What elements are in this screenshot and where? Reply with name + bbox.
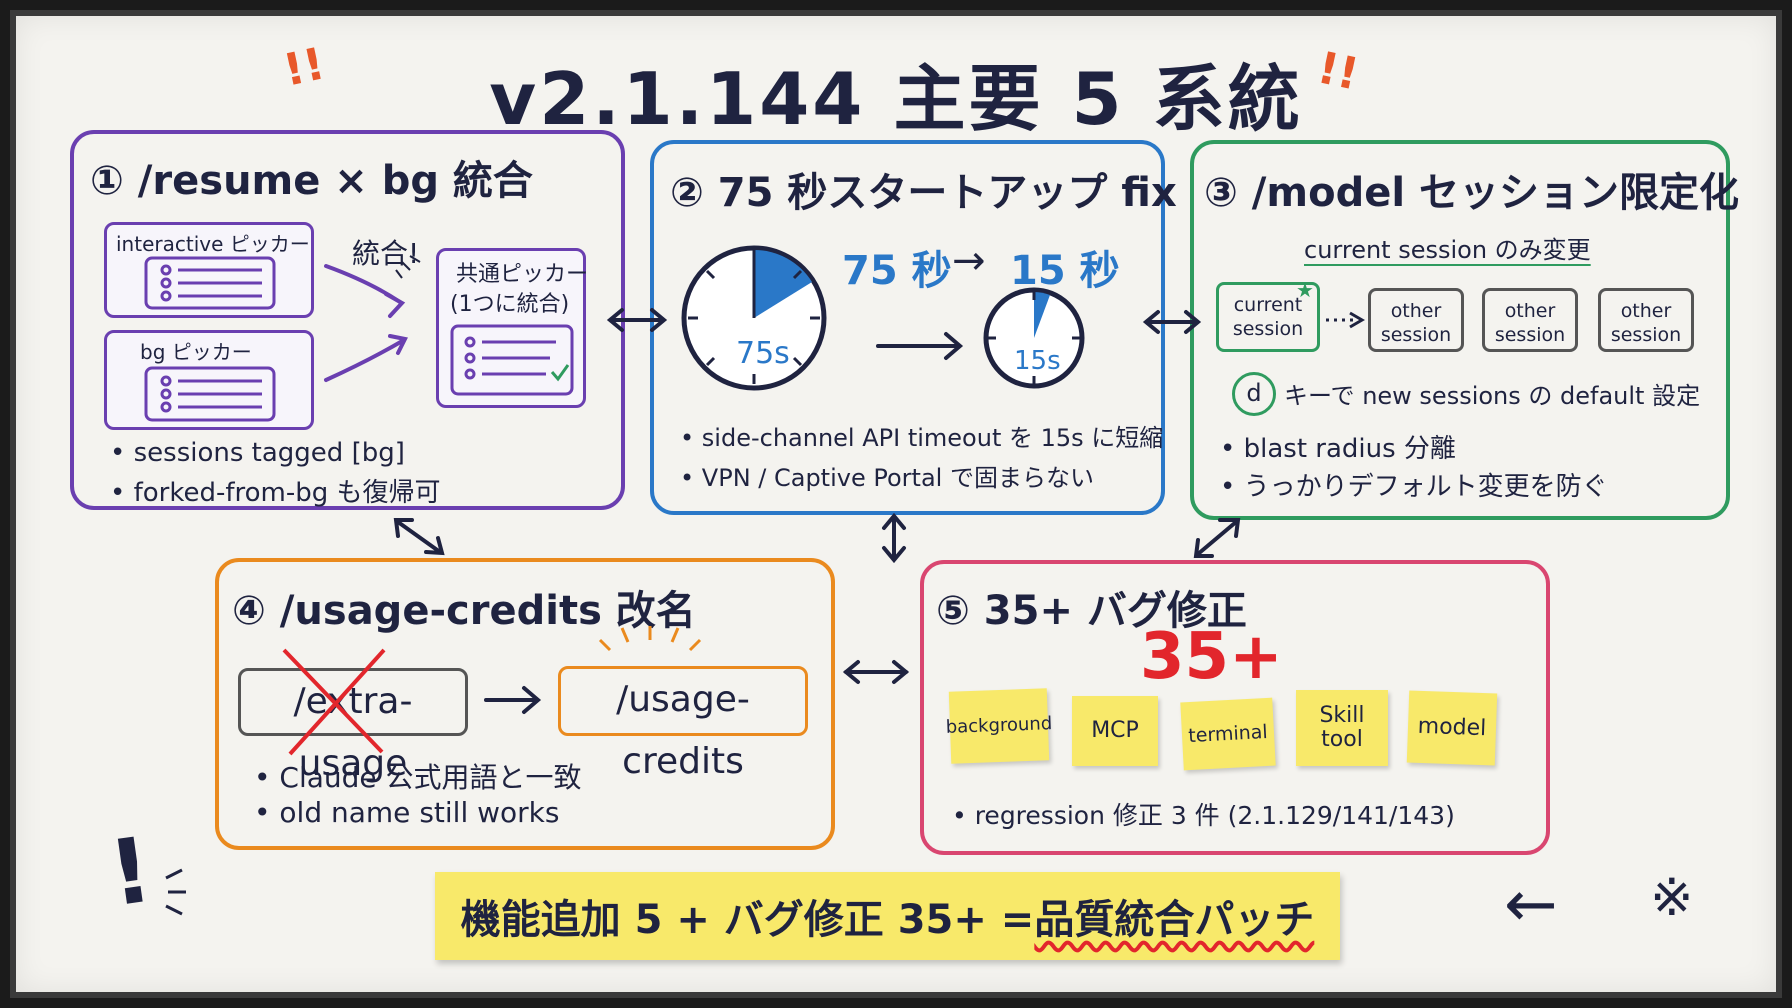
sticky-model: model — [1406, 690, 1498, 766]
arrow-p1-p2-icon — [606, 308, 668, 332]
reference-mark-icon: ※ — [1650, 868, 1694, 928]
session-other-2-label: other session — [1494, 300, 1566, 346]
connector-arrows — [393, 308, 1241, 684]
clock-15s-label: 15s — [1014, 346, 1061, 376]
sticky-skill-tool: Skill tool — [1296, 690, 1388, 766]
panel1-bullet-1: sessions tagged [bg] — [110, 438, 405, 468]
key-d-text: キーで new sessions の default 設定 — [1284, 382, 1701, 410]
sticky-background: background — [945, 688, 1053, 764]
session-current: current session — [1216, 282, 1320, 352]
session-other-2: other session — [1482, 288, 1578, 352]
arrow-p4-p5-icon — [842, 660, 910, 684]
summary-right: 品質統合パッチ — [1034, 897, 1315, 943]
clock-75s-icon — [681, 245, 827, 391]
arrow-p1-p4-icon — [393, 518, 445, 556]
checkmark-icon — [550, 364, 570, 382]
clock-15s-icon — [983, 287, 1085, 389]
left-arrow-icon: ← — [1504, 868, 1558, 942]
startup-before: 75 秒 — [842, 248, 952, 294]
startup-after: 15 秒 — [1010, 248, 1120, 294]
panel-usage-credits — [215, 558, 835, 850]
panel3-title: ③ /model セッション限定化 — [1204, 170, 1739, 216]
shared-picker-box — [436, 248, 586, 408]
list-rows-icon — [144, 256, 574, 422]
key-d-badge: d — [1232, 372, 1276, 416]
arrow-p3-p5-icon — [1193, 518, 1241, 558]
session-other-3: other session — [1598, 288, 1694, 352]
panel4-bullet-1: Claude 公式用語と一致 — [254, 756, 581, 796]
arrow-p2-p5-icon — [882, 512, 906, 564]
panel2-title: ② 75 秒スタートアップ fix — [670, 170, 1177, 216]
interactive-picker-label: interactive ピッカー — [116, 232, 310, 256]
arrow-p2-p3-icon — [1142, 310, 1202, 334]
merge-label: 統合! — [352, 237, 420, 270]
startup-arrow: → — [952, 238, 986, 284]
panel3-subtitle: current session のみ変更 — [1304, 236, 1591, 264]
panel3-bullet-2: うっかりデフォルト変更を防ぐ — [1220, 466, 1608, 503]
session-other-1-label: other session — [1380, 300, 1452, 346]
panel2-bullet-2: VPN / Captive Portal で固まらない — [680, 458, 1094, 493]
session-current-label: current session — [1232, 294, 1304, 340]
clock-arrow-icon — [876, 332, 964, 360]
exclaim-rays-icon — [165, 868, 186, 916]
panel5-title: ⑤ 35+ バグ修正 — [936, 588, 1247, 634]
shared-picker-line2: (1つに統合) — [450, 292, 570, 317]
clocks — [681, 245, 1085, 391]
star-icon: ★ — [1296, 278, 1314, 302]
panel3-bullet-1: blast radius 分離 — [1220, 428, 1456, 465]
big-number: 35+ — [1140, 620, 1283, 694]
merge-arrows-icon — [324, 264, 408, 382]
panel4-bullet-2: old name still works — [254, 796, 559, 829]
session-dotted-arrow-icon — [1326, 311, 1365, 329]
board-title: v2.1.144 主要 5 系統 — [489, 57, 1303, 141]
panel1-drawings — [144, 255, 574, 422]
new-command-box: /usage-credits — [558, 666, 808, 782]
summary-sticky: 機能追加 5 + バグ修正 35+ = 品質統合パッチ — [435, 872, 1340, 960]
highlight-rays-icon — [598, 626, 702, 652]
panel2-bullet-1: side-channel API timeout を 15s に短縮 — [680, 418, 1163, 453]
clock-75s-label: 75s — [736, 336, 790, 371]
session-other-1: other session — [1368, 288, 1464, 352]
bg-picker-label: bg ピッカー — [140, 340, 252, 364]
sticky-mcp: MCP — [1072, 696, 1158, 766]
sticky-terminal: terminal — [1180, 697, 1276, 771]
panel4-title: ④ /usage-credits 改名 — [232, 588, 696, 634]
spark-lines-icon — [395, 255, 421, 279]
new-command: /usage-credits — [616, 679, 750, 782]
panel1-bullet-2: forked-from-bg も復帰可 — [110, 472, 441, 509]
summary-left: 機能追加 5 + バグ修正 35+ = — [460, 897, 1035, 943]
panel1-title: ① /resume × bg 統合 — [90, 158, 533, 204]
session-other-3-label: other session — [1610, 300, 1682, 346]
strike-x-icon — [282, 626, 702, 756]
panel-model-session — [1190, 140, 1730, 520]
old-command-box: /extra-usage — [238, 668, 468, 784]
panel-bug-fixes — [920, 560, 1550, 855]
panel5-bullet: regression 修正 3 件 (2.1.129/141/143) — [952, 796, 1455, 832]
shared-picker-line1: 共通ピッカー — [456, 262, 589, 287]
